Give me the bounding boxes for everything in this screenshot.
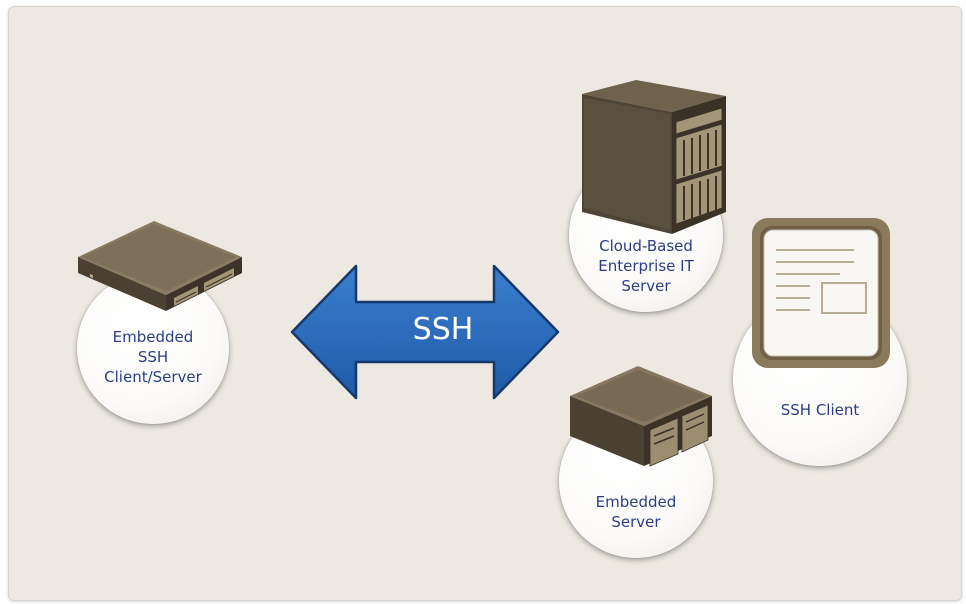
node-embedded-server-label: Embedded Server	[559, 492, 713, 532]
node-ssh-client-label: SSH Client	[733, 400, 907, 420]
label-line: Embedded	[112, 328, 194, 346]
rack-server-icon	[78, 221, 242, 311]
label-line: SSH	[137, 348, 169, 366]
label-line: Client/Server	[104, 368, 202, 386]
label-line: Enterprise IT	[598, 257, 694, 275]
label-line: SSH Client	[780, 401, 860, 419]
tower-server-icon	[582, 80, 726, 234]
document-window-icon	[752, 218, 890, 368]
arrow-label: SSH	[412, 312, 474, 347]
compact-server-icon	[570, 366, 712, 467]
label-line: Embedded	[595, 493, 677, 511]
node-embedded-client-server-label: Embedded SSH Client/Server	[77, 327, 229, 387]
label-line: Server	[621, 277, 671, 295]
label-line: Server	[611, 513, 661, 531]
node-cloud-enterprise-server-label: Cloud-Based Enterprise IT Server	[569, 236, 723, 296]
label-line: Cloud-Based	[599, 237, 693, 255]
ssh-double-arrow	[290, 264, 560, 400]
